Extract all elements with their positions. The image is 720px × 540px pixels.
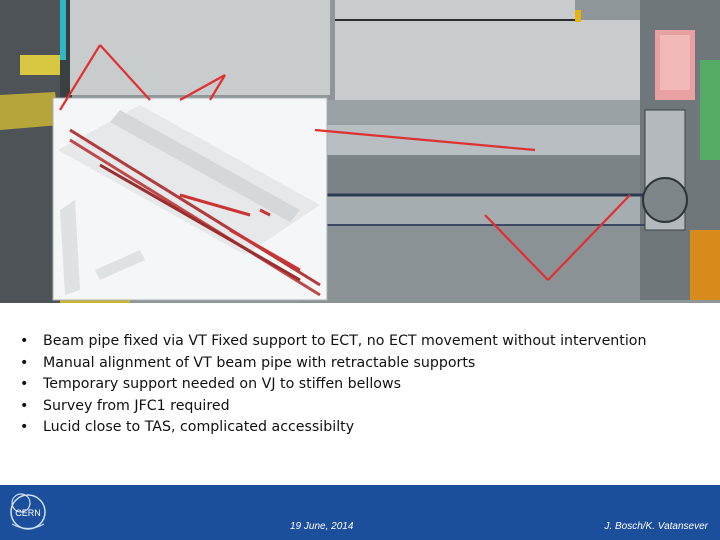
bullet-item: • Beam pipe fixed via VT Fixed support to… [20, 331, 710, 353]
bullet-marker: • [20, 376, 29, 393]
bullet-item: • Survey from JFC1 required [20, 396, 710, 418]
footer-author: J. Bosch/K. Vatansever [604, 521, 708, 532]
cad-cross-section-image [0, 0, 720, 303]
bullet-item: • Lucid close to TAS, complicated accessi… [20, 417, 710, 439]
footer-date: 19 June, 2014 [290, 521, 354, 532]
cern-logo-text: CERN [15, 508, 41, 518]
bullet-marker: • [20, 354, 29, 371]
bullet-item: • Temporary support needed on VJ to stiff… [20, 374, 710, 396]
bullet-text: Lucid close to TAS, complicated accessib… [43, 419, 355, 436]
bullet-item: • Manual alignment of VT beam pipe with r… [20, 353, 710, 375]
bullet-text: Manual alignment of VT beam pipe with re… [43, 354, 476, 371]
cern-logo-icon: CERN [8, 491, 48, 538]
bullet-marker: • [20, 333, 29, 349]
bullet-text: Survey from JFC1 required [43, 397, 230, 414]
bullet-marker: • [20, 397, 29, 414]
bullet-list: • Beam pipe fixed via VT Fixed support to… [20, 331, 710, 439]
bullet-text: Beam pipe fixed via VT Fixed support to … [43, 333, 647, 349]
bullet-marker: • [20, 419, 29, 436]
cad-inset-detail [52, 97, 328, 301]
footer-bar: CERN 19 June, 2014 J. Bosch/K. Vatanseve… [0, 485, 720, 540]
bullet-text: Temporary support needed on VJ to stiffe… [43, 376, 401, 393]
